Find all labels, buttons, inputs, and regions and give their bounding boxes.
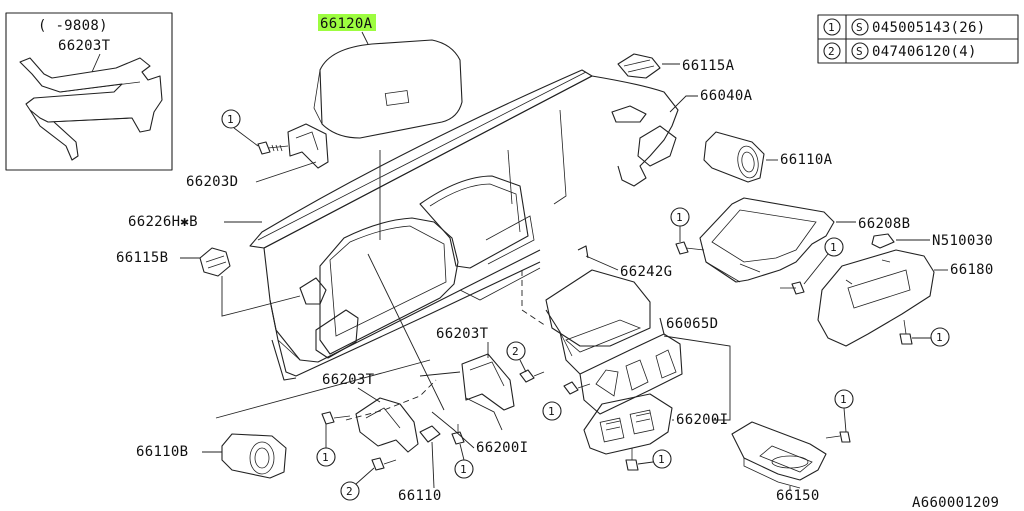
callout-66203T-inset[interactable]: 66203T bbox=[58, 38, 111, 54]
svg-text:1: 1 bbox=[676, 211, 683, 224]
svg-text:1: 1 bbox=[227, 113, 234, 126]
legend-row-2: 2 S 047406120(4) bbox=[823, 42, 977, 60]
marker-1-b: 1 bbox=[670, 207, 690, 242]
clip-66200I-a-part bbox=[419, 425, 441, 443]
vent-66110B-part bbox=[221, 433, 287, 479]
instrument-panel-part bbox=[249, 69, 679, 381]
callout-highlight bbox=[318, 14, 376, 31]
marker-1-i: 1 bbox=[834, 389, 854, 433]
callout-66208B[interactable]: 66208B bbox=[858, 216, 910, 232]
screws bbox=[321, 241, 913, 471]
marker-1-e: 1 bbox=[542, 401, 562, 421]
svg-text:2: 2 bbox=[346, 485, 353, 498]
legend-row-2-s: S bbox=[856, 45, 863, 58]
cover-66180-part bbox=[817, 249, 935, 347]
marker-1-g: 1 bbox=[454, 443, 474, 479]
svg-text:1: 1 bbox=[322, 451, 329, 464]
callout-66065D[interactable]: 66065D bbox=[666, 316, 718, 332]
callout-N510030[interactable]: N510030 bbox=[932, 233, 993, 249]
grille-66115B-part bbox=[199, 247, 231, 277]
svg-text:1: 1 bbox=[830, 241, 837, 254]
callout-66200I-a[interactable]: 66200I bbox=[476, 440, 528, 456]
callout-66200I-b[interactable]: 66110 bbox=[398, 488, 442, 504]
callout-66150[interactable]: 66150 bbox=[776, 488, 820, 504]
airbag-cover-part bbox=[313, 31, 463, 139]
bezel-66065D-part bbox=[545, 269, 683, 415]
marker-1-f: 1 bbox=[316, 424, 336, 467]
legend-row-1-num: 1 bbox=[828, 21, 835, 34]
grille-66115A-part bbox=[617, 53, 661, 79]
callout-66226HB[interactable]: 66226H✱B bbox=[128, 214, 198, 230]
vent-66110-part bbox=[583, 393, 673, 455]
callout-66203T-low[interactable]: 66203T bbox=[322, 372, 375, 388]
clip-N510030-part bbox=[871, 233, 895, 249]
legend-row-1: 1 S 045005143(26) bbox=[823, 18, 985, 36]
inset-panel: ( -9808) 66203T bbox=[5, 12, 173, 171]
marker-1-a: 1 bbox=[221, 109, 259, 147]
callout-66180[interactable]: 66180 bbox=[950, 262, 994, 278]
svg-text:1: 1 bbox=[936, 331, 943, 344]
bracket-66203D-part bbox=[287, 123, 329, 169]
vent-66110A-part bbox=[703, 131, 765, 183]
bracket-66203T-low-part bbox=[355, 397, 419, 453]
callout-66110[interactable]: 66200I bbox=[676, 412, 728, 428]
panel-66208B-part bbox=[699, 197, 835, 283]
tray-66150-part bbox=[731, 421, 827, 489]
callout-66115A[interactable]: 66115A bbox=[682, 58, 735, 74]
legend-row-1-s: S bbox=[856, 21, 863, 34]
screw-66203D bbox=[257, 141, 289, 155]
legend-row-2-num: 2 bbox=[828, 45, 835, 58]
marker-1-h: 1 bbox=[637, 449, 672, 469]
svg-text:1: 1 bbox=[840, 393, 847, 406]
legend-row-2-code: 047406120(4) bbox=[872, 44, 977, 60]
callout-66203D[interactable]: 66203D bbox=[186, 174, 238, 190]
svg-text:1: 1 bbox=[658, 453, 665, 466]
callout-66120A[interactable]: 66120A bbox=[320, 16, 373, 32]
marker-1-c: 1 bbox=[803, 237, 844, 285]
callout-66040A[interactable]: 66040A bbox=[700, 88, 753, 104]
legend-row-1-code: 045005143(26) bbox=[872, 20, 985, 36]
marker-2-a: 2 bbox=[506, 341, 527, 373]
svg-text:1: 1 bbox=[548, 405, 555, 418]
bracket-66203T-mid-part bbox=[461, 353, 515, 411]
svg-text:2: 2 bbox=[512, 345, 519, 358]
legend-table: 1 S 045005143(26) 2 S 047406120(4) bbox=[817, 14, 1019, 64]
figure-id: A660001209 bbox=[912, 495, 999, 511]
marker-1-d: 1 bbox=[912, 327, 950, 347]
svg-text:1: 1 bbox=[460, 463, 467, 476]
marker-2-b: 2 bbox=[340, 467, 375, 501]
callout-66110B[interactable]: 66110B bbox=[136, 444, 188, 460]
callout-66203T-mid[interactable]: 66203T bbox=[436, 326, 489, 342]
inset-date-range: ( -9808) bbox=[38, 18, 108, 34]
callout-66242G[interactable]: 66242G bbox=[620, 264, 672, 280]
callout-66110A[interactable]: 66110A bbox=[780, 152, 833, 168]
callout-66115B[interactable]: 66115B bbox=[116, 250, 168, 266]
